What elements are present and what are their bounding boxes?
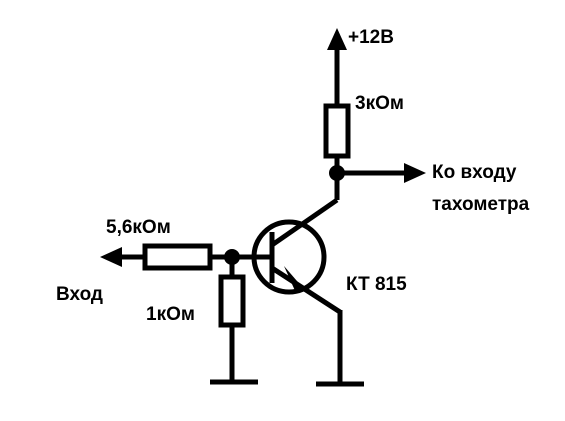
- pulldown-resistor: [218, 274, 246, 328]
- transistor-label: КТ 815: [346, 274, 407, 295]
- transistor-emitter-lead: [270, 265, 342, 315]
- input-arrow: [100, 247, 145, 267]
- output-label-line1: Ко входу: [432, 162, 517, 183]
- supply-label: +12В: [348, 27, 394, 48]
- output-label-line2: тахометра: [432, 194, 530, 215]
- base-resistor-label: 5,6кОм: [106, 217, 171, 238]
- input-label: Вход: [56, 284, 103, 305]
- pulldown-resistor-label: 1кОм: [146, 304, 195, 325]
- base-resistor: [142, 243, 213, 271]
- collector-resistor: [323, 103, 351, 159]
- output-arrow: [337, 163, 426, 183]
- collector-resistor-label: 3кОм: [355, 93, 404, 114]
- transistor-collector-lead: [270, 197, 339, 248]
- supply-arrow: [327, 28, 347, 106]
